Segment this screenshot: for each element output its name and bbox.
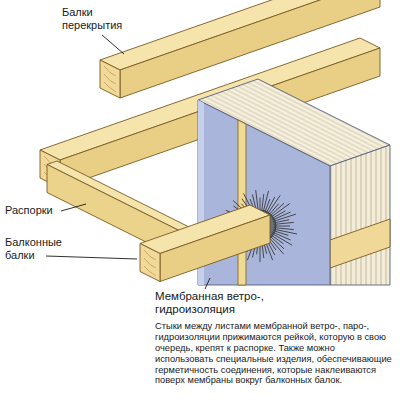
wood-grain — [144, 250, 156, 276]
beam-end — [140, 244, 160, 282]
leader-lines — [46, 35, 210, 289]
seal-ray — [267, 195, 280, 214]
note-text: Стыки между листами мембранной ветро-, п… — [155, 321, 395, 386]
seal-ray — [269, 237, 284, 254]
beam-end — [100, 60, 120, 98]
seal-ray — [274, 226, 290, 227]
wood-grain — [104, 66, 116, 92]
leader-line — [102, 35, 124, 54]
seal-ray — [274, 220, 290, 223]
wall-side-insulation — [330, 145, 390, 285]
part-label: Распорки — [5, 204, 61, 217]
beam-side — [160, 215, 270, 282]
part-label: Мембранная ветро-, гидроизоляция — [155, 290, 290, 316]
seal-ray — [271, 204, 290, 218]
leader-line — [46, 256, 137, 259]
leader-line — [61, 204, 86, 211]
leader-line — [205, 278, 210, 289]
part-label: Балконные балки — [5, 236, 75, 261]
balcony-beam — [140, 205, 270, 282]
seal-ray — [274, 222, 294, 224]
part-label: Балки перекрытия — [62, 6, 134, 31]
floor-beam-section — [330, 219, 390, 268]
seal-ray — [274, 228, 294, 230]
